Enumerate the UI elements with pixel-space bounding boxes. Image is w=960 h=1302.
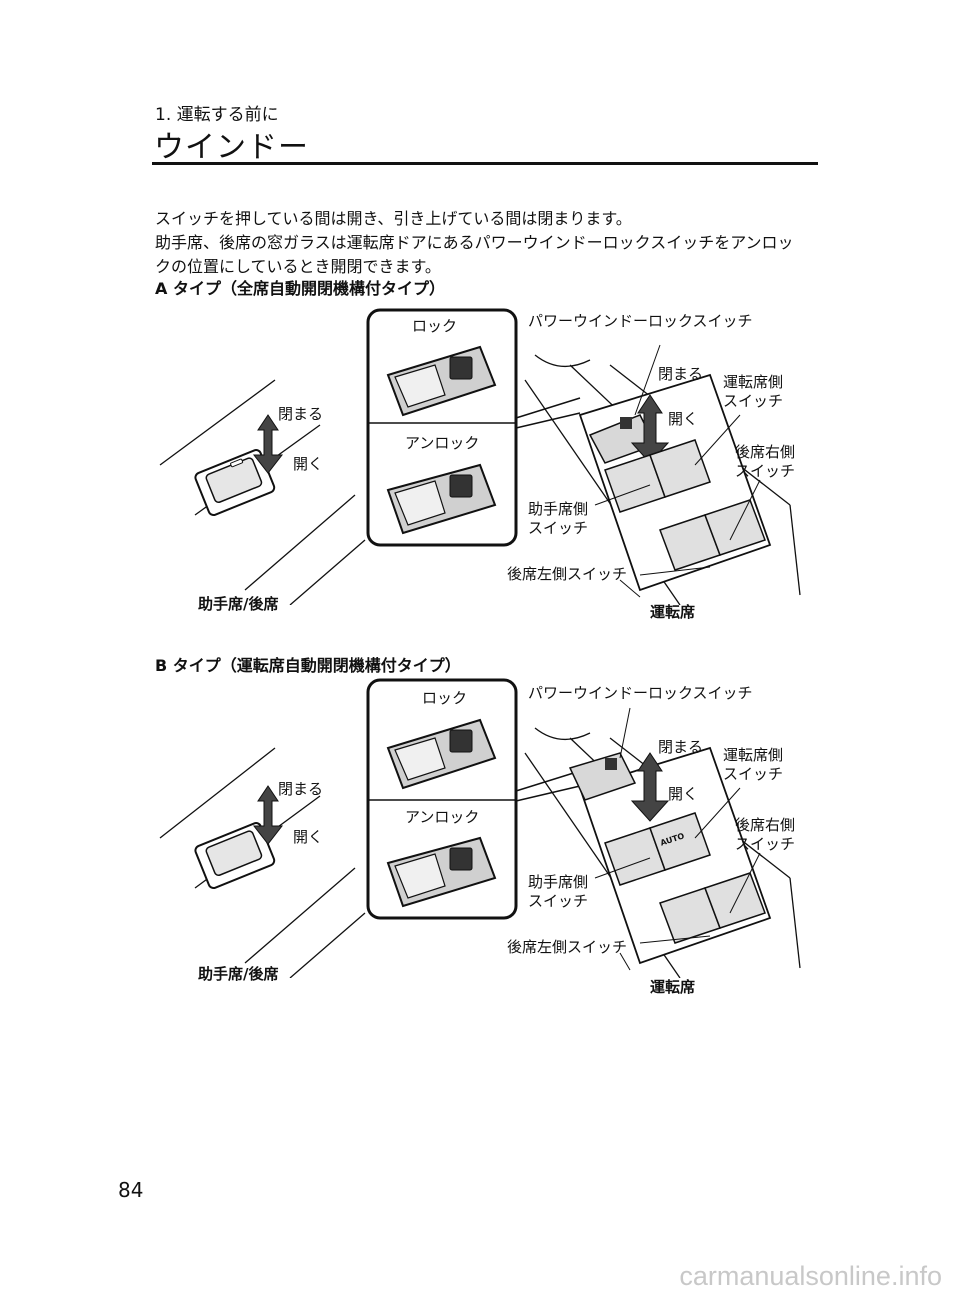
chapter-label: 1. 運転する前に xyxy=(155,105,279,125)
passenger-switch-label: 助手席側スイッチ xyxy=(528,873,589,910)
figure-a-heading: A タイプ（全席自動開閉機構付タイプ） xyxy=(155,279,445,298)
figure-a: ロック アンロック パワーウインドーロックスイッチ 閉まる 開く 閉まる 開く … xyxy=(150,305,830,621)
intro-text: スイッチを押している間は開き、引き上げている間は閉まります。 助手席、後席の窓ガ… xyxy=(155,207,825,279)
open-left-label: 開く xyxy=(293,455,324,473)
driver-switch-label: 運転席側スイッチ xyxy=(723,373,784,410)
caption-left: 助手席/後席 xyxy=(198,965,279,983)
intro-line: スイッチを押している間は開き、引き上げている間は閉まります。 xyxy=(155,209,632,228)
rear-left-label: 後席左側スイッチ xyxy=(507,565,628,583)
unlock-label: アンロック xyxy=(405,808,480,826)
close-left-label: 閉まる xyxy=(278,780,324,798)
close-label: 閉まる xyxy=(658,365,704,383)
title-rule xyxy=(152,162,818,165)
lock-label: ロック xyxy=(422,689,468,707)
unlock-label: アンロック xyxy=(405,434,480,452)
rear-left-label: 後席左側スイッチ xyxy=(507,938,628,956)
figure-a-illustration xyxy=(159,308,801,605)
figure-b-illustration xyxy=(159,678,801,978)
caption-right: 運転席 xyxy=(650,603,696,621)
close-label: 閉まる xyxy=(658,738,704,756)
intro-line: 助手席、後席の窓ガラスは運転席ドアにあるパワーウインドーロックスイッチをアンロッ xyxy=(155,233,794,252)
open-left-label: 開く xyxy=(293,828,324,846)
driver-switch-label: 運転席側スイッチ xyxy=(723,746,784,783)
lock-label: ロック xyxy=(412,317,458,335)
lock-switch-label: パワーウインドーロックスイッチ xyxy=(528,312,753,330)
figure-b: AUTO ロック アンロック パワーウインドーロックスイッチ 閉まる 開く 閉ま… xyxy=(150,678,830,996)
caption-left: 助手席/後席 xyxy=(198,595,279,613)
lock-switch-label: パワーウインドーロックスイッチ xyxy=(528,684,753,702)
open-label: 開く xyxy=(668,785,699,803)
passenger-switch-label: 助手席側スイッチ xyxy=(528,500,589,537)
rear-right-label: 後席右側スイッチ xyxy=(735,443,796,480)
close-left-label: 閉まる xyxy=(278,405,324,423)
watermark: carmanualsonline.info xyxy=(679,1261,942,1291)
page-title: ウインドー xyxy=(154,130,309,165)
intro-line: クの位置にしているとき開閉できます。 xyxy=(155,257,441,276)
figure-b-heading: B タイプ（運転席自動開閉機構付タイプ） xyxy=(155,656,461,675)
open-label: 開く xyxy=(668,410,699,428)
caption-right: 運転席 xyxy=(650,978,696,996)
page-number: 84 xyxy=(118,1178,144,1202)
rear-right-label: 後席右側スイッチ xyxy=(735,816,796,853)
